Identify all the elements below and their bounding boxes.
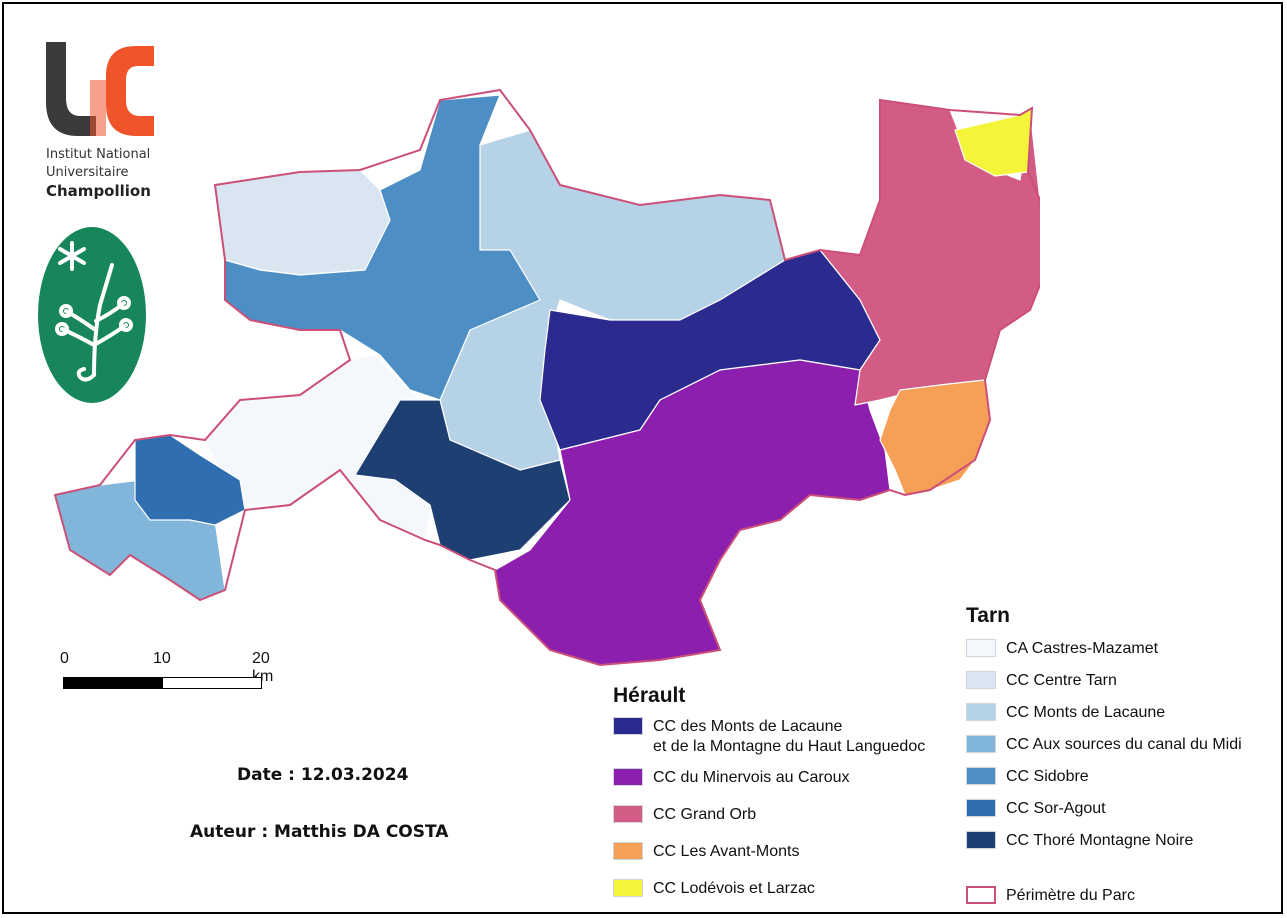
region-thore-montagne-noire [354,399,571,561]
park-map [53,88,1040,667]
region-avant-monts [879,379,991,496]
legend-label: CC Aux sources du canal du Midi [1006,736,1242,753]
date-text: Date : 12.03.2024 [237,765,409,785]
region-sor-agout [134,434,246,526]
legend-item: CC Grand Orb [613,805,756,825]
legend-swatch [966,703,996,721]
institution-text: Institut National Universitaire Champoll… [46,146,151,200]
park-perimeter [53,88,1040,667]
legend-label: CC Les Avant-Monts [653,843,800,860]
legend-item: CC des Monts de Lacaune et de la Montagn… [613,717,925,757]
scale-label-0: 0 [60,650,69,667]
legend-item: CC du Minervois au Caroux [613,768,850,788]
legend-item: CC Sidobre [966,767,1089,787]
legend-item: CC Aux sources du canal du Midi [966,735,1242,755]
legend-label: CC Sidobre [1006,768,1089,785]
scale-label-10: 10 [153,650,171,667]
legend-label: CC Grand Orb [653,806,757,823]
legend-swatch [613,768,643,786]
ufc-logo [46,42,154,136]
legend-swatch [613,842,643,860]
legend-swatch [613,717,643,735]
institution-line1: Institut National [46,147,151,162]
legend-label: CC Monts de Lacaune [1006,704,1166,721]
legend-item: CA Castres-Mazamet [966,639,1158,659]
legend-label: CC Thoré Montagne Noire [1006,832,1194,849]
legend-label: CC Lodévois et Larzac [653,880,815,897]
legend-item: CC Monts de Lacaune [966,703,1165,723]
legend-item: CC Lodévois et Larzac [613,879,815,899]
legend-label: CC des Monts de Lacaune et de la Montagn… [653,718,926,755]
scale-segment-black [63,677,163,689]
legend-swatch [966,735,996,753]
legend-label: CC Sor-Agout [1006,800,1106,817]
legend-item: CC Sor-Agout [966,799,1106,819]
legend-swatch [613,805,643,823]
institution-name: Champollion [46,182,151,200]
legend-item: CC Thoré Montagne Noire [966,831,1193,851]
legend-swatch [966,639,996,657]
legend-item: CC Les Avant-Monts [613,842,799,862]
legend-label: CC Centre Tarn [1006,672,1117,689]
legend-label: CC du Minervois au Caroux [653,769,850,786]
legend-swatch [966,767,996,785]
legend-swatch [966,831,996,849]
legend-tarn-title: Tarn [966,604,1010,627]
legend-item: CC Centre Tarn [966,671,1117,691]
legend-swatch [966,671,996,689]
legend-label: CA Castres-Mazamet [1006,640,1159,657]
author-text: Auteur : Matthis DA COSTA [190,822,449,842]
legend-perimeter: Périmètre du Parc [966,886,1135,906]
institution-line2: Universitaire [46,165,129,180]
legend-swatch [966,799,996,817]
legend-swatch [613,879,643,897]
legend-herault-title: Hérault [613,684,686,707]
perimeter-swatch [966,886,996,904]
park-emblem-icon [38,227,146,403]
region-centre-tarn [214,169,391,276]
perimeter-label: Périmètre du Parc [1006,887,1135,904]
scale-segment-white [162,677,262,689]
